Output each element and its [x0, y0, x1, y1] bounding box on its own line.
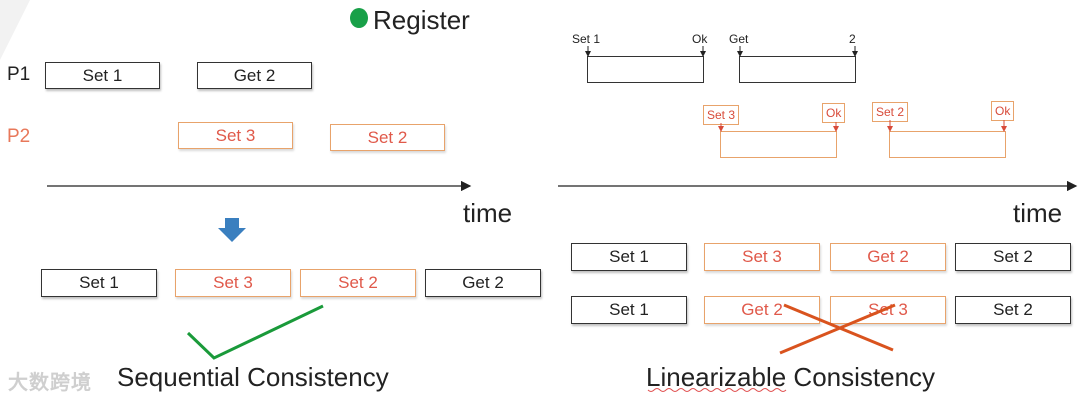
linearizable-title: Linearizable Consistency	[646, 362, 936, 392]
tag-p1-set-1: Set 1	[572, 32, 601, 46]
tag-p2-ok-1: Ok	[822, 103, 846, 123]
row-label-p1: P1	[7, 64, 31, 85]
lin-row1-op-3: Get 2	[830, 243, 946, 271]
lin-row1-op-4: Set 2	[955, 243, 1071, 271]
register-dot	[350, 8, 368, 28]
lin-row2-op-2: Get 2	[704, 296, 820, 324]
lin-row2-op-1: Set 1	[571, 296, 687, 324]
time-label-left: time	[463, 198, 513, 228]
seq-op-1: Set 1	[41, 269, 157, 297]
tag-p1-ok: Ok	[692, 32, 708, 46]
lin-row1-op-2: Set 3	[704, 243, 820, 271]
time-label-right: time	[1013, 198, 1063, 228]
sequential-title: Sequential Consistency	[117, 362, 389, 392]
interval-p1-get	[739, 56, 856, 83]
interval-p2-set-2	[889, 131, 1006, 158]
op-p1-set-1: Set 1	[45, 62, 160, 89]
lin-row2-op-4: Set 2	[955, 296, 1071, 324]
tag-p2-set-2: Set 2	[872, 102, 909, 122]
seq-op-4: Get 2	[425, 269, 541, 297]
seq-op-3: Set 2	[300, 269, 416, 297]
row-label-p2: P2	[7, 126, 31, 147]
lin-row1-op-1: Set 1	[571, 243, 687, 271]
watermark-text: 大数跨境	[8, 372, 92, 394]
op-p1-get-2: Get 2	[197, 62, 312, 89]
tag-p2-set-3: Set 3	[703, 105, 740, 125]
op-p2-set-2: Set 2	[330, 124, 445, 151]
op-p2-set-3: Set 3	[178, 122, 293, 149]
tag-p2-ok-2: Ok	[991, 101, 1015, 121]
seq-op-2: Set 3	[175, 269, 291, 297]
cross-line-2	[779, 303, 896, 355]
tag-p1-2: 2	[849, 32, 856, 46]
page-title: Register	[373, 5, 470, 35]
tag-p1-get: Get	[729, 32, 749, 46]
interval-p1-set-1	[587, 56, 704, 83]
interval-p2-set-3	[720, 131, 837, 158]
spellcheck-underline	[647, 388, 787, 392]
check-mark-icon	[186, 304, 324, 360]
down-arrow-icon	[218, 218, 246, 242]
lin-row2-op-3: Set 3	[830, 296, 946, 324]
